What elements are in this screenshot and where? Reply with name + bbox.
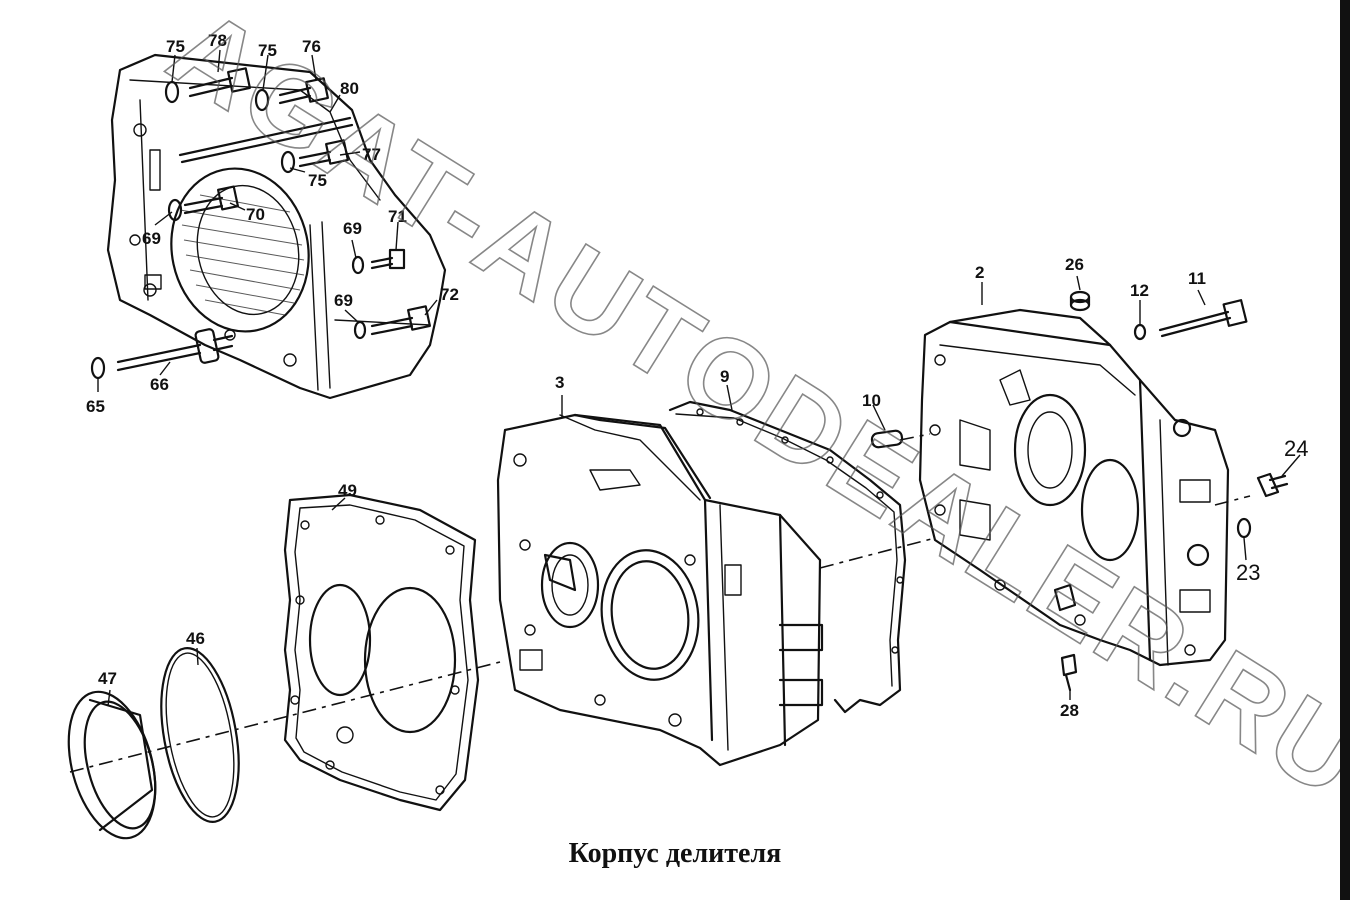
callout-66: 66 (150, 375, 169, 394)
callout-24: 24 (1284, 436, 1308, 461)
callout-3: 3 (555, 373, 564, 392)
callout-46: 46 (186, 629, 205, 648)
callout-69a: 69 (142, 229, 161, 248)
callout-69b: 69 (343, 219, 362, 238)
watermark: AGAT-AUTODEALER.RU (149, 0, 1350, 822)
assembly-axis-upper (899, 433, 931, 441)
callout-75a: 75 (166, 37, 185, 56)
o-ring-46 (160, 647, 240, 823)
callout-12: 12 (1130, 281, 1149, 300)
leader-lines (97, 49, 1301, 707)
callout-10: 10 (862, 391, 881, 410)
callout-71: 71 (388, 207, 407, 226)
callout-9: 9 (720, 367, 729, 386)
assembly-axis (69, 495, 1251, 773)
callout-77: 77 (362, 145, 381, 164)
seal-cover-47 (67, 690, 157, 840)
divider-housing-3 (496, 413, 824, 767)
callout-78: 78 (208, 31, 227, 50)
callout-70: 70 (246, 205, 265, 224)
callout-69c: 69 (334, 291, 353, 310)
callout-76: 76 (302, 37, 321, 56)
diagram-caption: Корпус делителя (568, 838, 782, 869)
callout-23: 23 (1236, 560, 1260, 585)
gasket-9 (668, 400, 907, 714)
callout-75b: 75 (258, 41, 277, 60)
right-edge-border (1340, 0, 1350, 900)
callout-65: 65 (86, 397, 105, 416)
gasket-49 (283, 493, 480, 812)
callout-2: 2 (975, 263, 984, 282)
callout-80: 80 (340, 79, 359, 98)
callout-49: 49 (338, 481, 357, 500)
callout-72: 72 (440, 285, 459, 304)
callout-26: 26 (1065, 255, 1084, 274)
cover-bolts (90, 67, 431, 380)
callout-47: 47 (98, 669, 117, 688)
right-small-parts (870, 290, 1289, 692)
cover-housing (106, 53, 447, 400)
callout-11: 11 (1188, 269, 1206, 288)
callout-28: 28 (1060, 701, 1079, 720)
callout-75c: 75 (308, 171, 327, 190)
callout-labels: 75 78 75 76 80 77 75 70 69 69 71 69 72 6… (86, 31, 1308, 720)
divider-housing-2 (918, 308, 1230, 667)
